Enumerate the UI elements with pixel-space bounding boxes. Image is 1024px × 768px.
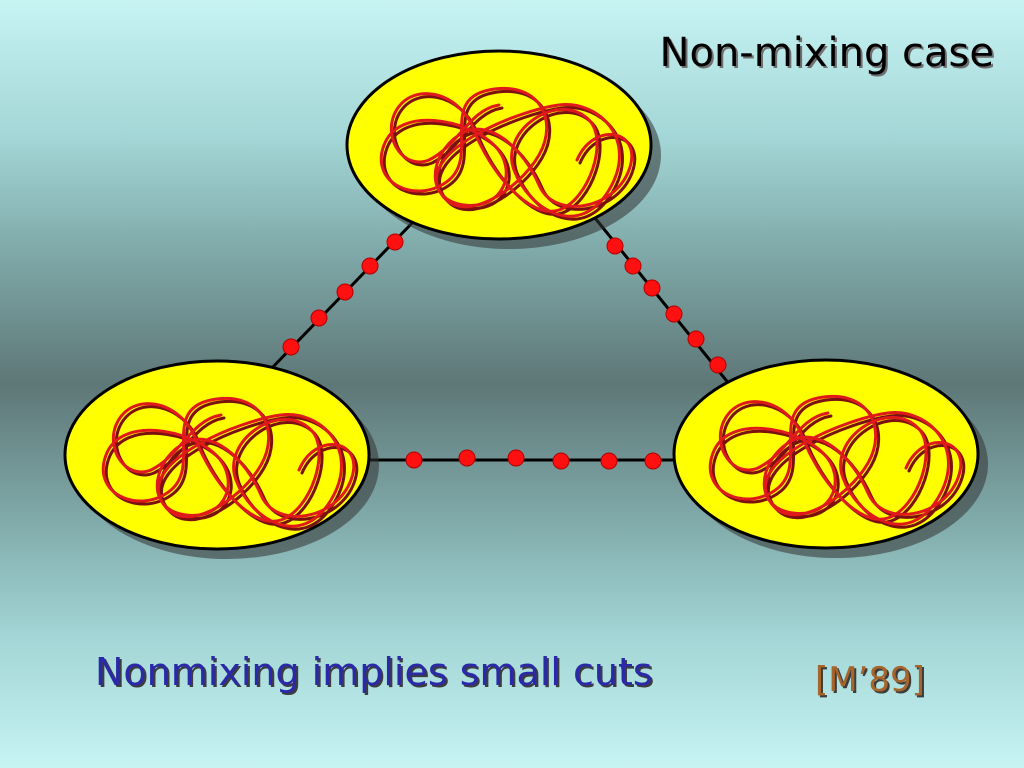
cut-dot: [405, 451, 423, 469]
cut-dot: [624, 257, 642, 275]
cut-dot: [643, 279, 661, 297]
cluster-top: [345, 49, 661, 249]
cluster-right: [672, 358, 988, 558]
cut-dot: [386, 233, 404, 251]
cut-dot: [507, 449, 525, 467]
cut-dot: [552, 452, 570, 470]
cut-dot: [644, 452, 662, 470]
cluster-left: [63, 359, 379, 559]
slide-title: Non-mixing case: [659, 30, 994, 76]
cut-dot: [310, 309, 328, 327]
cut-dots: [282, 233, 727, 470]
cut-dot: [665, 305, 683, 323]
cut-dot: [606, 237, 624, 255]
cut-dot: [282, 338, 300, 356]
citation: [M’89]: [815, 660, 925, 700]
cut-dot: [709, 356, 727, 374]
cut-dot: [361, 257, 379, 275]
cut-dot: [600, 452, 618, 470]
cut-dot: [336, 283, 354, 301]
cut-dot: [458, 449, 476, 467]
cut-dot: [687, 330, 705, 348]
slide-caption: Nonmixing implies small cuts: [95, 650, 653, 694]
